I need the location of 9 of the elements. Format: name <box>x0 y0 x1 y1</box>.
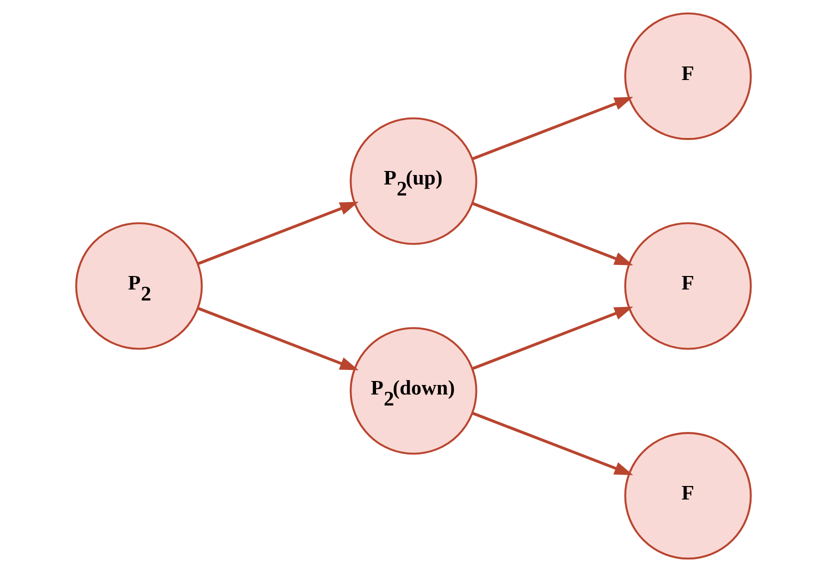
arrow <box>472 202 634 266</box>
arrow <box>472 412 634 476</box>
arrow <box>197 306 359 370</box>
node-circle: F <box>624 12 752 140</box>
arrow <box>197 202 359 266</box>
arrow <box>472 96 634 160</box>
node-circle: F <box>624 222 752 350</box>
arrow <box>472 306 634 370</box>
node-circle: F <box>624 432 752 560</box>
